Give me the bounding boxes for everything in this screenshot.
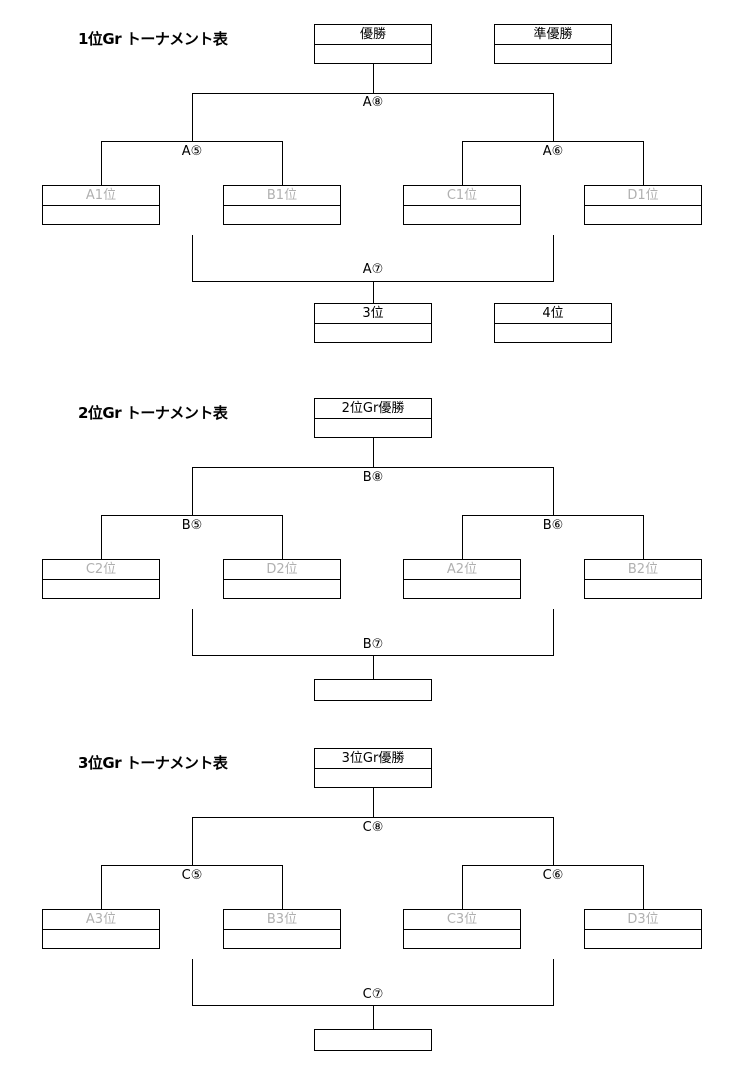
connector-line	[192, 467, 554, 468]
connector-line	[373, 655, 374, 679]
team-label: B1位	[224, 186, 340, 206]
connector-line	[373, 281, 374, 303]
team-label: B2位	[585, 560, 701, 580]
winner-box: 優勝	[314, 24, 432, 64]
connector-line	[462, 141, 463, 185]
connector-line	[643, 141, 644, 185]
connector-line	[101, 865, 102, 909]
team-box: D1位	[584, 185, 702, 225]
bracket-title: 2位Gr トーナメント表	[78, 404, 228, 422]
match-label: C⑦	[362, 987, 384, 1002]
connector-line	[553, 467, 554, 515]
connector-line	[101, 141, 283, 142]
connector-line	[282, 515, 283, 559]
team-label: A1位	[43, 186, 159, 206]
connector-line	[462, 515, 463, 559]
connector-line	[282, 141, 283, 185]
team-box: B2位	[584, 559, 702, 599]
connector-line	[553, 609, 554, 655]
bracket-title: 1位Gr トーナメント表	[78, 30, 228, 48]
winner-box: 2位Gr優勝	[314, 398, 432, 438]
connector-line	[282, 865, 283, 909]
match-label: C⑧	[362, 820, 384, 835]
third-place-box	[314, 679, 432, 701]
team-label: A2位	[404, 560, 520, 580]
match-label: C⑤	[181, 868, 203, 883]
connector-line	[373, 1005, 374, 1029]
connector-line	[192, 235, 193, 281]
connector-line	[101, 141, 102, 185]
team-box: A2位	[403, 559, 521, 599]
winner-label: 3位Gr優勝	[315, 749, 431, 769]
winner-label: 2位Gr優勝	[315, 399, 431, 419]
match-label: B⑤	[181, 518, 203, 533]
match-label: B⑦	[362, 637, 384, 652]
team-box: D2位	[223, 559, 341, 599]
fourth-place-label: 4位	[495, 304, 611, 324]
bracket-title: 3位Gr トーナメント表	[78, 754, 228, 772]
connector-line	[462, 865, 463, 909]
connector-line	[462, 865, 644, 866]
connector-line	[192, 817, 554, 818]
team-box: C1位	[403, 185, 521, 225]
connector-line	[192, 467, 193, 515]
connector-line	[553, 959, 554, 1005]
match-label: B⑧	[362, 470, 384, 485]
team-box: B3位	[223, 909, 341, 949]
team-label: A3位	[43, 910, 159, 930]
fourth-place-box: 4位	[494, 303, 612, 343]
team-box: C3位	[403, 909, 521, 949]
team-label: D1位	[585, 186, 701, 206]
connector-line	[373, 438, 374, 467]
match-label: C⑥	[542, 868, 564, 883]
team-box: A1位	[42, 185, 160, 225]
third-place-box: 3位	[314, 303, 432, 343]
team-box: C2位	[42, 559, 160, 599]
connector-line	[462, 141, 644, 142]
match-label: A⑧	[362, 95, 384, 110]
match-label: A⑥	[542, 144, 564, 159]
team-label: D3位	[585, 910, 701, 930]
third-place-box	[314, 1029, 432, 1051]
team-box: A3位	[42, 909, 160, 949]
team-label: C1位	[404, 186, 520, 206]
match-label: B⑥	[542, 518, 564, 533]
connector-line	[192, 959, 193, 1005]
winner-box: 3位Gr優勝	[314, 748, 432, 788]
team-box: B1位	[223, 185, 341, 225]
connector-line	[192, 609, 193, 655]
connector-line	[553, 817, 554, 865]
connector-line	[101, 515, 283, 516]
connector-line	[192, 817, 193, 865]
connector-line	[553, 235, 554, 281]
match-label: A⑤	[181, 144, 203, 159]
connector-line	[192, 93, 193, 141]
team-label: C2位	[43, 560, 159, 580]
winner-label: 優勝	[315, 25, 431, 45]
connector-line	[101, 865, 283, 866]
team-box: D3位	[584, 909, 702, 949]
connector-line	[101, 515, 102, 559]
connector-line	[553, 93, 554, 141]
team-label: D2位	[224, 560, 340, 580]
match-label: A⑦	[362, 262, 384, 277]
runner-up-box: 準優勝	[494, 24, 612, 64]
runner-up-label: 準優勝	[495, 25, 611, 45]
connector-line	[462, 515, 644, 516]
team-label: B3位	[224, 910, 340, 930]
connector-line	[643, 865, 644, 909]
connector-line	[192, 93, 554, 94]
connector-line	[643, 515, 644, 559]
connector-line	[373, 64, 374, 93]
team-label: C3位	[404, 910, 520, 930]
connector-line	[373, 788, 374, 817]
third-place-label: 3位	[315, 304, 431, 324]
